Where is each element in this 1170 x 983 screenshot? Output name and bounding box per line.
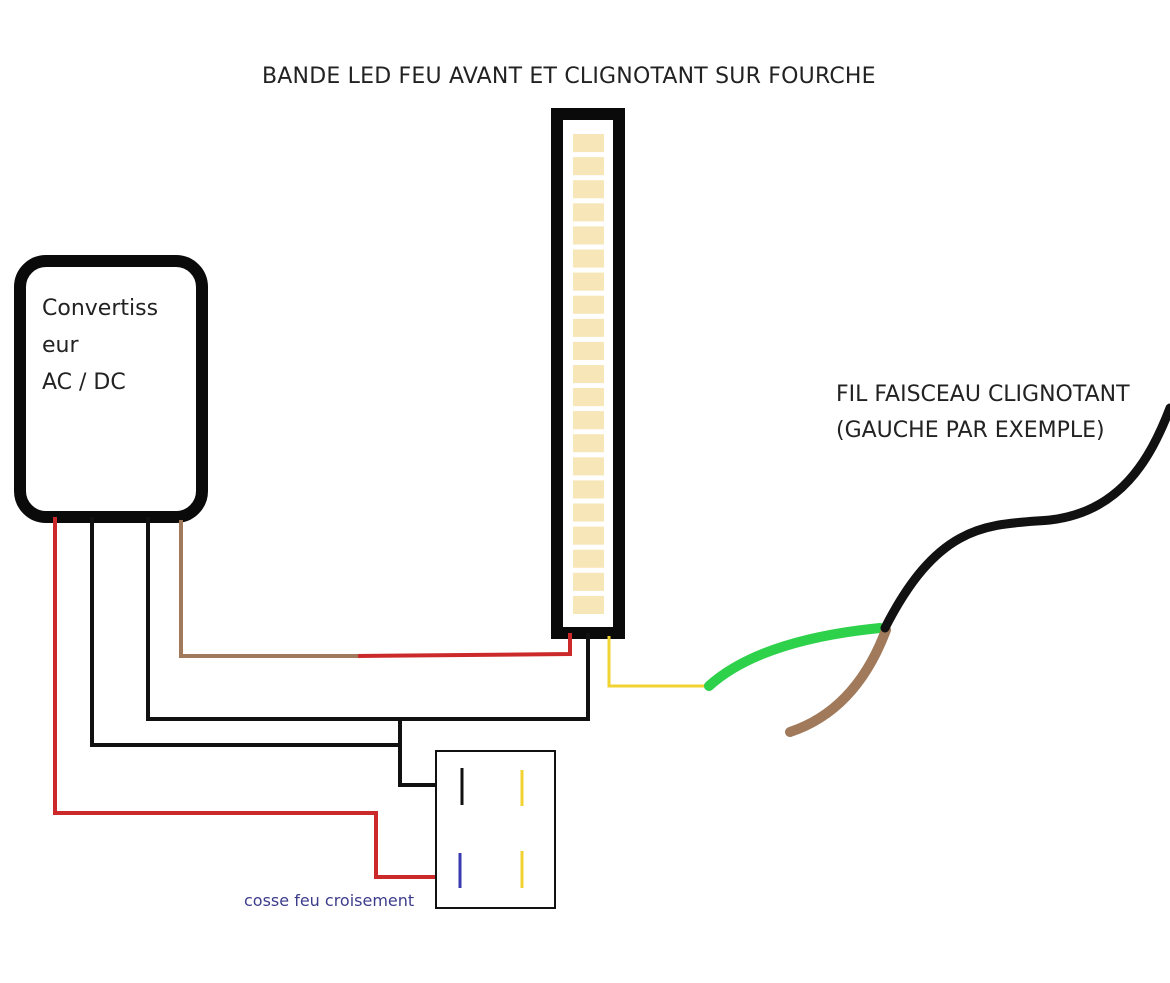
led-segment	[573, 526, 604, 545]
converter-box	[14, 255, 208, 523]
strip-yellow-wire	[607, 636, 711, 688]
led-segment	[573, 411, 604, 430]
led-segment	[573, 341, 604, 360]
converter-brown-wire	[179, 520, 360, 658]
harness-black-wire	[880, 403, 1170, 633]
led-segment	[573, 272, 604, 291]
harness-label-line-1: FIL FAISCEAU CLIGNOTANT	[836, 382, 1130, 407]
led-segments	[573, 134, 604, 614]
led-segment	[573, 457, 604, 476]
led-segment	[573, 157, 604, 176]
led-segment	[573, 180, 604, 199]
terminal-note-label: cosse feu croisement	[244, 891, 415, 910]
converter-black-wire-1	[90, 517, 400, 747]
harness-brown-wire	[785, 625, 891, 737]
led-segment	[573, 318, 604, 337]
converter-red-wire	[53, 517, 460, 879]
harness-green-wire	[704, 623, 885, 691]
strip-red-wire	[357, 633, 572, 658]
led-segment	[573, 203, 604, 222]
led-segment	[573, 226, 604, 245]
led-segment	[573, 595, 604, 614]
converter-label-line-3: AC / DC	[42, 370, 126, 395]
led-segment	[573, 249, 604, 268]
converter-label-line-1: Convertiss	[42, 296, 159, 321]
diagram-title: BANDE LED FEU AVANT ET CLIGNOTANT SUR FO…	[262, 64, 876, 89]
led-segment	[573, 365, 604, 384]
led-segment	[573, 503, 604, 522]
led-segment	[573, 549, 604, 568]
terminal-block	[435, 750, 556, 909]
led-segment	[573, 295, 604, 314]
converter-label-line-2: eur	[42, 333, 79, 358]
led-segment	[573, 480, 604, 499]
led-segment	[573, 434, 604, 453]
led-segment	[573, 134, 604, 153]
led-segment	[573, 572, 604, 591]
harness-label-line-2: (GAUCHE PAR EXEMPLE)	[836, 418, 1105, 443]
converter-black-wire-2	[146, 517, 590, 721]
led-segment	[573, 388, 604, 407]
